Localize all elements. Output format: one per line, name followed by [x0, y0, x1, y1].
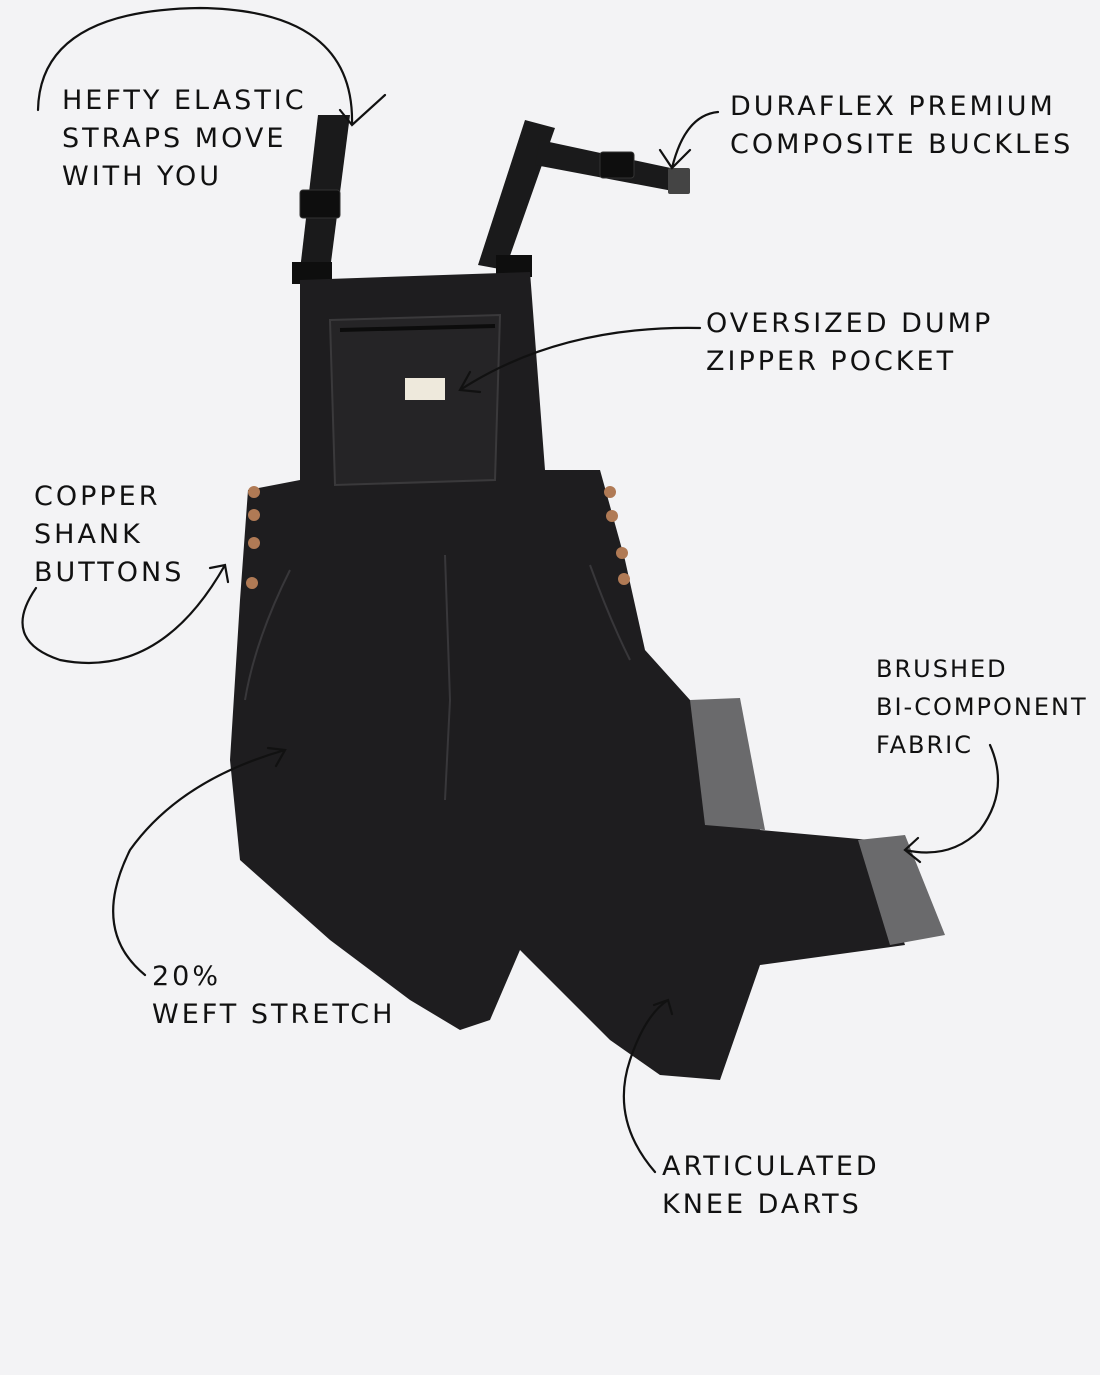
- annotation-line: Duraflex premium: [730, 91, 1056, 122]
- annotation-fabric: Brushed bi-component fabric: [876, 650, 1088, 764]
- strap-end-buckle: [668, 168, 690, 194]
- buckle-right: [599, 151, 635, 179]
- right-strap: [478, 120, 555, 270]
- annotation-line: Oversized dump: [706, 308, 994, 339]
- brand-label: [405, 378, 445, 400]
- annotation-line: Hefty elastic: [62, 85, 307, 116]
- annotation-darts: Articulated knee darts: [662, 1148, 880, 1224]
- annotation-line: bi-component: [876, 693, 1088, 721]
- arrow-buttons: [21, 563, 230, 665]
- arrow-stretch: [112, 746, 287, 977]
- annotation-line: shank: [34, 519, 143, 550]
- arrow-buckles: [658, 110, 720, 170]
- arrow-straps: [36, 6, 387, 127]
- buckle-left: [299, 189, 341, 219]
- annotation-line: fabric: [876, 731, 973, 759]
- arrow-darts: [622, 998, 674, 1174]
- annotation-line: straps move: [62, 123, 287, 154]
- annotation-buttons: Copper shank buttons: [34, 478, 184, 592]
- arrow-fabric: [903, 743, 1000, 864]
- right-front-pocket: [589, 564, 631, 661]
- annotation-line: knee darts: [662, 1189, 862, 1220]
- annotation-line: weft stretch: [152, 999, 396, 1030]
- fly-seam: [444, 554, 452, 801]
- annotation-line: Copper: [34, 481, 161, 512]
- annotation-line: with you: [62, 161, 223, 192]
- annotation-pocket: Oversized dump zipper pocket: [706, 305, 993, 381]
- upper-cuff: [690, 698, 765, 830]
- annotation-line: Brushed: [876, 655, 1008, 683]
- pocket-zipper: [339, 324, 496, 332]
- bib-buckle-left: [292, 262, 332, 284]
- annotation-line: Articulated: [662, 1151, 880, 1182]
- annotation-line: zipper pocket: [706, 346, 957, 377]
- annotation-line: composite buckles: [730, 129, 1074, 160]
- annotation-line: 20%: [152, 961, 222, 992]
- arrow-pocket: [458, 326, 702, 394]
- lower-cuff: [858, 835, 945, 945]
- annotation-stretch: 20% weft stretch: [152, 958, 395, 1034]
- annotation-buckles: Duraflex premium composite buckles: [730, 88, 1073, 164]
- annotation-arrows: [21, 6, 1000, 1174]
- annotation-line: buttons: [34, 557, 185, 588]
- annotation-straps: Hefty elastic straps move with you: [62, 82, 307, 196]
- bib-buckle-right: [496, 255, 532, 277]
- copper-buttons: [246, 486, 630, 589]
- left-front-pocket: [244, 569, 291, 701]
